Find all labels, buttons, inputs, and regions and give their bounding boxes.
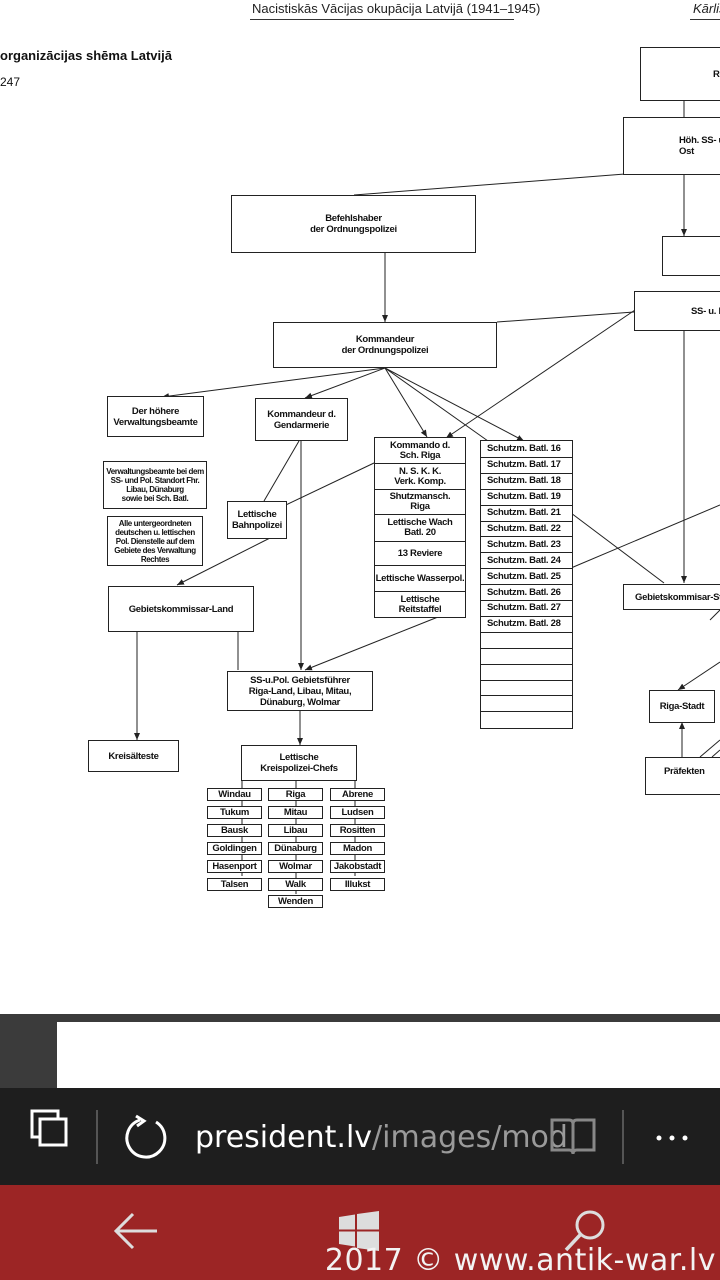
district-box: Ludsen bbox=[330, 805, 385, 819]
riga-unit-cell: Lettische Reitstaffel bbox=[375, 591, 465, 617]
district-box: Jakobstadt bbox=[330, 859, 385, 873]
tabs-icon[interactable] bbox=[28, 1108, 70, 1150]
refresh-icon[interactable] bbox=[122, 1114, 170, 1162]
battalion-cell: Schutzm. Batl. 18 bbox=[481, 472, 572, 489]
toolbar-separator-2 bbox=[622, 1110, 624, 1164]
riga-unit-cell: N. S. K. K. Verk. Komp. bbox=[375, 463, 465, 489]
bahnpolizei-box: Lettische Bahnpolizei bbox=[227, 501, 287, 539]
district-box: Tukum bbox=[207, 805, 262, 819]
district-box: Mitau bbox=[268, 805, 323, 819]
header-rule bbox=[250, 19, 514, 20]
battalion-cell: Schutzm. Batl. 19 bbox=[481, 488, 572, 505]
riga-unit-cell: Shutzmansch. Riga bbox=[375, 489, 465, 514]
search-icon[interactable] bbox=[563, 1209, 607, 1253]
running-header-author: Kārlis bbox=[693, 1, 720, 16]
battalion-cell: Schutzm. Batl. 21 bbox=[481, 504, 572, 521]
browser-address-bar: president.lv/images/mod bbox=[0, 1088, 720, 1185]
gebietskommissar-stadt-box: Gebietskommisar-Sta bbox=[623, 584, 720, 610]
battalion-empty-cell bbox=[481, 631, 572, 648]
battalion-cell: Schutzm. Batl. 24 bbox=[481, 552, 572, 568]
battalion-cell: Schutzm. Batl. 28 bbox=[481, 615, 572, 632]
riga-unit-cell: Lettische Wasserpol. bbox=[375, 565, 465, 591]
document-page: Nacistiskās Vācijas okupācija Latvijā (1… bbox=[0, 1, 720, 909]
district-box: Wolmar bbox=[268, 859, 323, 873]
kreisaelteste-box: Kreisälteste bbox=[88, 740, 179, 772]
kommandeur-box: Kommandeur der Ordnungspolizei bbox=[273, 322, 497, 368]
district-box: Dünaburg bbox=[268, 841, 323, 855]
battalion-cell: Schutzm. Batl. 25 bbox=[481, 568, 572, 584]
battalion-empty-cell bbox=[481, 679, 572, 696]
district-box: Talsen bbox=[207, 877, 262, 891]
district-box: Wenden bbox=[268, 895, 323, 909]
more-icon[interactable] bbox=[655, 1134, 689, 1142]
kreispolizei-chefs-box: Lettische Kreispolizei-Chefs bbox=[241, 745, 357, 781]
verwaltungsbeamte-box: Verwaltungsbeamte bei dem SS- und Pol. S… bbox=[103, 461, 207, 509]
district-box: Riga bbox=[268, 788, 323, 801]
kommandeur-gendarmerie-box: Kommandeur d. Gendarmerie bbox=[255, 398, 348, 441]
running-header: Nacistiskās Vācijas okupācija Latvijā (1… bbox=[252, 1, 541, 16]
url-host: president.lv bbox=[195, 1120, 373, 1155]
cut-box-right bbox=[662, 236, 720, 276]
praefekten-box: Präfekten bbox=[645, 757, 720, 795]
befehlshaber-box: Befehlshaber der Ordnungspolizei bbox=[231, 195, 476, 253]
windows-logo-icon[interactable] bbox=[339, 1211, 379, 1251]
ss-u-pol-box: SS- u. P bbox=[634, 291, 720, 331]
battalion-cell: Schutzm. Batl. 26 bbox=[481, 584, 572, 600]
district-box: Goldingen bbox=[207, 841, 262, 855]
district-box: Illukst bbox=[330, 877, 385, 891]
battalion-empty-cell bbox=[481, 663, 572, 680]
riga-stadt-box: Riga-Stadt bbox=[649, 690, 715, 723]
system-taskbar: 2017 © www.antik-war.lv bbox=[0, 1185, 720, 1280]
district-box: Hasenport bbox=[207, 859, 262, 873]
riga-unit-cell: Lettische Wach Batl. 20 bbox=[375, 514, 465, 541]
back-arrow-icon[interactable] bbox=[113, 1211, 159, 1251]
battalion-empty-cell bbox=[481, 647, 572, 664]
gebietskommissar-land-box: Gebietskommissar-Land bbox=[108, 586, 254, 632]
untergeordnete-dienststellen-box: Alle untergeordneten deutschen u. lettis… bbox=[107, 516, 203, 566]
scroll-thumb[interactable] bbox=[0, 1014, 57, 1088]
page-bottom-strip bbox=[0, 1014, 720, 1088]
district-box: Libau bbox=[268, 823, 323, 837]
figure-title: organizācijas shēma Latvijā bbox=[0, 48, 172, 63]
riga-unit-cell: Kommando d. Sch. Riga bbox=[389, 439, 451, 461]
battalion-empty-cell bbox=[481, 695, 572, 711]
district-box: Bausk bbox=[207, 823, 262, 837]
hoehere-verwaltungsbeamte-box: Der höhere Verwaltungsbeamte bbox=[107, 396, 204, 437]
district-box: Madon bbox=[330, 841, 385, 855]
district-box: Rositten bbox=[330, 823, 385, 837]
ss-pol-gebietsfuehrer-box: SS-u.Pol. Gebietsführer Riga-Land, Libau… bbox=[227, 671, 373, 711]
battalion-cell: Schutzm. Batl. 16 bbox=[487, 442, 561, 454]
toolbar-separator bbox=[96, 1110, 98, 1164]
riga-unit-cell: 13 Reviere bbox=[375, 541, 465, 565]
header-rule-right bbox=[690, 19, 720, 20]
reichsfuehrer-box: Re bbox=[640, 47, 720, 101]
url-path: /images/mod bbox=[372, 1120, 568, 1155]
battalion-cell: Schutzm. Batl. 27 bbox=[481, 600, 572, 616]
battalion-empty-cell bbox=[481, 711, 572, 727]
page-reference: 247 bbox=[0, 75, 21, 89]
watermark: 2017 © www.antik-war.lv bbox=[324, 1243, 716, 1278]
district-box: Walk bbox=[268, 877, 323, 891]
battalion-cell: Schutzm. Batl. 17 bbox=[481, 456, 572, 473]
url-text[interactable]: president.lv/images/mod bbox=[195, 1120, 568, 1155]
district-box: Windau bbox=[207, 788, 262, 801]
battalion-cell: Schutzm. Batl. 23 bbox=[481, 536, 572, 552]
horizontal-scrollbar[interactable] bbox=[0, 1014, 720, 1022]
reading-view-icon[interactable] bbox=[549, 1116, 597, 1158]
district-box: Abrene bbox=[330, 788, 385, 801]
hoeh-ss-box: Höh. SS- u Ost bbox=[623, 117, 720, 175]
battalion-cell: Schutzm. Batl. 22 bbox=[481, 520, 572, 537]
